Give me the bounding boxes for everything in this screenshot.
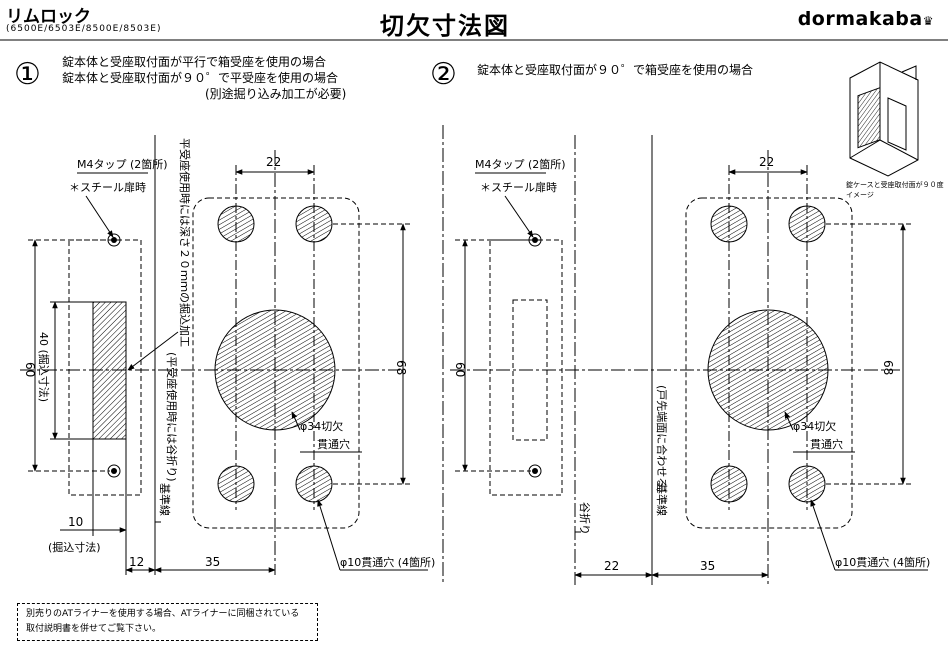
case2-drawing: ② 錠本体と受座取付面が９０゜で箱受座を使用の場合 M4タップ (2箇所) ＊ス…: [430, 57, 930, 585]
case2-through: 貫通穴: [810, 437, 843, 451]
case2-phi10-leader: [810, 499, 836, 571]
case1-dim12: 12: [129, 555, 144, 569]
case1-dim10: 10: [68, 515, 83, 529]
case1-dim10-note: (掘込寸法): [48, 540, 101, 554]
case2-m4-label: M4タップ (2箇所): [475, 157, 566, 171]
case1-strike-outline: [68, 239, 142, 496]
case2-hole-tl: [710, 205, 748, 243]
brand-logo-text: dormakaba: [797, 8, 923, 30]
case2-baseline-label: 基準線: [655, 483, 669, 516]
case2-hole-br: [788, 465, 826, 503]
case1-dim60: 60: [23, 362, 37, 377]
case1-phi34: φ34切欠: [300, 419, 343, 433]
case2-phi10: φ10貫通穴 (4箇所): [835, 555, 930, 569]
case2-dim35: 35: [700, 559, 715, 573]
case1-dim22: 22: [266, 155, 281, 169]
case1-condition-line3: (別途掘り込み加工が必要): [205, 86, 346, 101]
case2-door-note: (戸先端面に合わせる): [655, 385, 669, 493]
case1-condition-line2: 錠本体と受座取付面が９０゜で平受座を使用の場合: [62, 70, 338, 85]
case1-phi34-leader: [291, 411, 301, 431]
case1-hole-br: [295, 465, 333, 503]
case2-valley: 谷折り: [578, 502, 592, 535]
case1-hole-tl: [217, 205, 255, 243]
case2-cylinder-cutout: [707, 309, 829, 431]
case1-through: 貫通穴: [317, 437, 350, 451]
case1-hole-tr: [295, 205, 333, 243]
product-name: リムロック: [6, 7, 91, 27]
case2-strike-outline: [489, 239, 563, 496]
case2-dim22-bottom: 22: [604, 559, 619, 573]
inset-caption-line1: 錠ケースと受座取付面が９０度: [846, 180, 944, 189]
case1-cylinder-cutout: [214, 309, 336, 431]
case1-deep-cut-leader: [127, 331, 179, 371]
case2-m4-leader: [504, 195, 534, 238]
case1-lock-outline: [192, 197, 360, 529]
case2-condition-line1: 錠本体と受座取付面が９０゜で箱受座を使用の場合: [477, 62, 753, 77]
case2-hole-bl: [710, 465, 748, 503]
inset-caption-line2: イメージ: [846, 191, 874, 199]
case2-phi34: φ34切欠: [793, 419, 836, 433]
case1-hole-bl: [217, 465, 255, 503]
case1-baseline-label: 基準線: [158, 483, 172, 516]
case1-deep-cut-note: 平受座使用時には深さ２０ｍｍの掘込加工: [178, 138, 192, 347]
case2-number: ②: [430, 57, 457, 92]
brand-logo: dormakaba♛: [798, 8, 934, 30]
case1-phi10: φ10貫通穴 (4箇所): [340, 555, 435, 569]
case1-drawing: ① 錠本体と受座取付面が平行で箱受座を使用の場合 錠本体と受座取付面が９０゜で平…: [14, 54, 435, 575]
case1-valley-note: (平受座使用時には谷折り): [165, 352, 179, 482]
case1-dim40: 40 (掘込寸法): [37, 332, 51, 402]
case1-dim68: 68: [394, 360, 408, 375]
inset-illustration: 錠ケースと受座取付面が９０度 イメージ: [846, 61, 944, 199]
case2-steel-note: ＊スチール扉時: [480, 181, 557, 194]
case1-phi10-leader: [317, 499, 341, 571]
case1-steel-note: ＊スチール扉時: [69, 181, 146, 194]
case1-number: ①: [14, 57, 41, 92]
case2-lock-outline: [685, 197, 853, 529]
case2-dim60: 60: [453, 362, 467, 377]
case1-m4-label: M4タップ (2箇所): [77, 157, 168, 171]
footer-note-line1: 別売りのATライナーを使用する場合、ATライナーに同梱されている: [26, 609, 300, 619]
page-title: 切欠寸法図: [380, 12, 510, 40]
case2-dim68: 68: [881, 360, 895, 375]
footer-note: 別売りのATライナーを使用する場合、ATライナーに同梱されている 取付説明書を併…: [17, 603, 318, 641]
case2-dim22-top: 22: [759, 155, 774, 169]
case2-phi34-leader: [784, 411, 794, 431]
footer-note-line2: 取付説明書を併せてご覧下さい。: [26, 624, 162, 634]
case1-m4-leader: [85, 195, 114, 238]
case2-hole-tr: [788, 205, 826, 243]
model-numbers: (6500E/6503E/8500E/8503E): [6, 24, 162, 34]
case1-dim35: 35: [205, 555, 220, 569]
case1-condition-line1: 錠本体と受座取付面が平行で箱受座を使用の場合: [62, 54, 326, 69]
brand-crown-icon: ♛: [922, 14, 934, 28]
